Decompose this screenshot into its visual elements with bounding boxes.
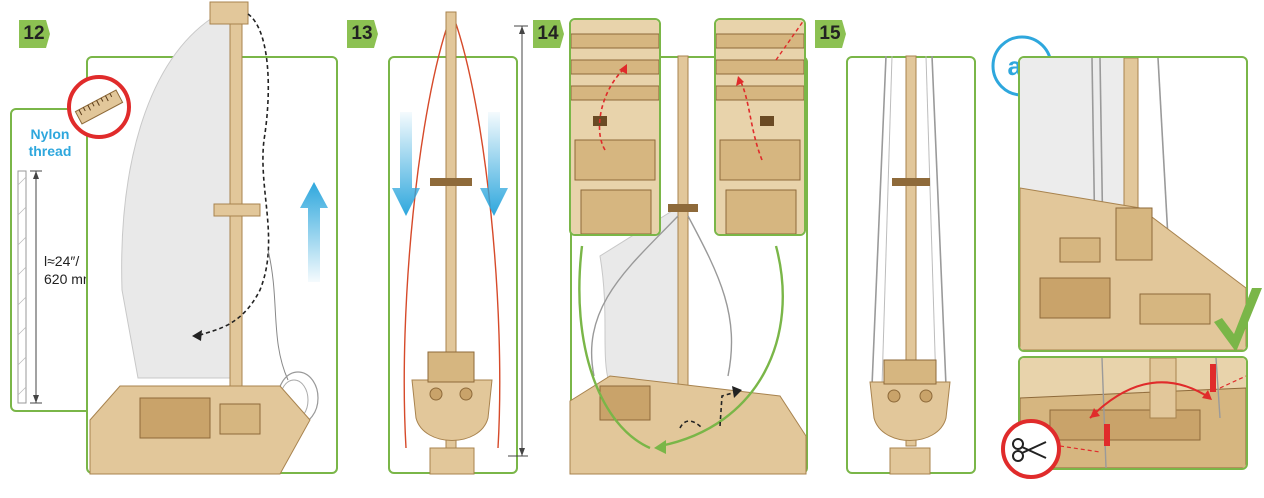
- nylon-length-line1: l≈24″/: [44, 253, 80, 269]
- nylon-length-label: l≈24″/ 620 mm: [44, 252, 95, 288]
- checkmark-icon: [1214, 288, 1262, 352]
- a4-top-frame: [1018, 56, 1248, 352]
- step-12-badge: 12: [16, 16, 52, 52]
- step-12-number: 12: [23, 23, 45, 44]
- nylon-label-line1: Nylon: [30, 126, 70, 142]
- ruler-icon: [67, 75, 131, 139]
- step-13-illustration: [403, 11, 528, 475]
- arrow-up-icon: [300, 182, 328, 282]
- a4-top-illustration: [1020, 58, 1246, 350]
- step-13-badge: 13: [344, 16, 380, 52]
- step-14-number: 14: [537, 23, 559, 44]
- nylon-label-line2: thread: [28, 143, 72, 159]
- step-14-inset-right: [714, 18, 806, 236]
- nylon-measure-graphic: [17, 170, 42, 404]
- step-14-illustration: [569, 55, 807, 475]
- step-13-number: 13: [351, 23, 373, 44]
- arrow-down-icon: [392, 112, 420, 216]
- step-14-badge: 14: [530, 16, 566, 52]
- step-15-badge: 15: [812, 16, 848, 52]
- nylon-thread-label: Nylon thread: [20, 126, 80, 160]
- step-15-number: 15: [819, 23, 841, 44]
- step-12-illustration: [89, 1, 319, 475]
- step-15-illustration: [869, 55, 951, 475]
- nylon-length-line2: 620 mm: [44, 271, 95, 287]
- arrow-down-icon-2: [480, 112, 508, 216]
- inset-right-detail: [716, 20, 804, 234]
- inset-left-detail: [571, 20, 659, 234]
- scissors-icon: [1001, 419, 1061, 479]
- step-14-inset-left: [569, 18, 661, 236]
